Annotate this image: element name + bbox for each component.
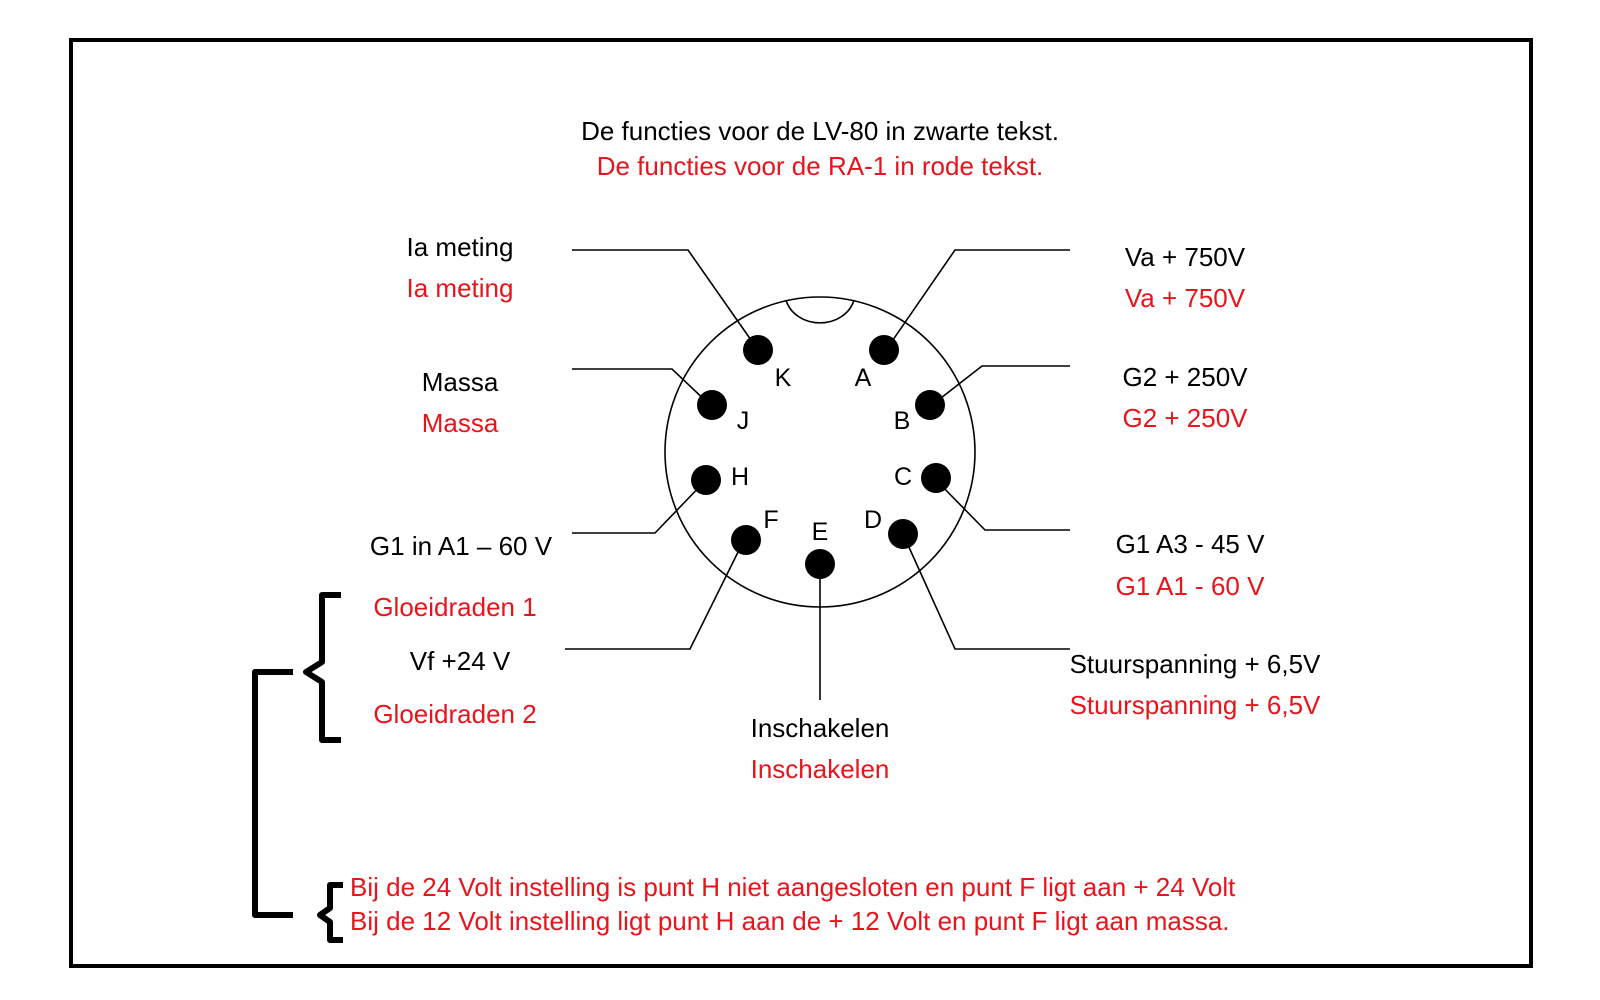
pin-b-letter: B bbox=[894, 407, 911, 435]
pin-letters: K A J B H C F E D bbox=[731, 364, 912, 546]
pin-j-dot bbox=[697, 390, 727, 420]
footnote-link-bracket bbox=[252, 669, 293, 918]
pin-c-function-lv80: G1 A3 - 45 V bbox=[1116, 529, 1266, 559]
leader-c bbox=[933, 477, 1070, 531]
footnote-12v: Bij de 12 Volt instelling ligt punt H aa… bbox=[350, 906, 1230, 936]
pin-b-dot bbox=[915, 390, 945, 420]
pin-k-function-ra1: Ia meting bbox=[407, 273, 514, 303]
pin-a-function-lv80: Va + 750V bbox=[1125, 242, 1246, 272]
pin-j-letter: J bbox=[737, 407, 750, 435]
pin-d-dot bbox=[888, 519, 918, 549]
footnote-curly-brace bbox=[317, 882, 343, 943]
pin-dots bbox=[691, 335, 951, 579]
pin-h-dot bbox=[691, 465, 721, 495]
pin-j-function-ra1: Massa bbox=[422, 408, 499, 438]
pin-e-dot bbox=[805, 549, 835, 579]
leader-h bbox=[572, 479, 707, 534]
pin-c-letter: C bbox=[894, 463, 912, 491]
pin-f-function-lv80: Vf +24 V bbox=[410, 646, 511, 676]
leader-f bbox=[565, 539, 745, 650]
pin-k-letter: K bbox=[775, 364, 792, 392]
pin-b-function-ra1: G2 + 250V bbox=[1122, 403, 1248, 433]
pin-d-letter: D bbox=[864, 506, 882, 534]
pin-h-letter: H bbox=[731, 463, 749, 491]
leader-j bbox=[572, 368, 711, 406]
pin-h-function-lv80: G1 in A1 – 60 V bbox=[370, 531, 553, 561]
heater-1-function-ra1: Gloeidraden 1 bbox=[373, 592, 536, 622]
pin-k-dot bbox=[743, 335, 773, 365]
pin-b-function-lv80: G2 + 250V bbox=[1122, 362, 1248, 392]
diagram-frame bbox=[69, 38, 1533, 968]
pin-d-function-lv80: Stuurspanning + 6,5V bbox=[1070, 649, 1321, 679]
pin-e-function-ra1: Inschakelen bbox=[751, 754, 890, 784]
pin-k-function-lv80: Ia meting bbox=[407, 232, 514, 262]
pin-a-letter: A bbox=[855, 364, 872, 392]
ra1-legend-note: De functies voor de RA-1 in rode tekst. bbox=[597, 151, 1044, 181]
leader-d bbox=[902, 533, 1070, 650]
pin-c-dot bbox=[921, 463, 951, 493]
pin-e-letter: E bbox=[812, 518, 829, 546]
pin-c-function-ra1: G1 A1 - 60 V bbox=[1116, 571, 1266, 601]
pin-j-function-lv80: Massa bbox=[422, 367, 499, 397]
heater-curly-brace bbox=[303, 592, 341, 743]
pin-f-dot bbox=[731, 525, 761, 555]
pin-e-function-lv80: Inschakelen bbox=[751, 713, 890, 743]
footnote-24v: Bij de 24 Volt instelling is punt H niet… bbox=[350, 872, 1236, 902]
leader-k bbox=[572, 249, 759, 351]
pin-d-function-ra1: Stuurspanning + 6,5V bbox=[1070, 690, 1321, 720]
leader-b bbox=[931, 365, 1070, 406]
heater-2-function-ra1: Gloeidraden 2 bbox=[373, 699, 536, 729]
socket-key-notch bbox=[785, 299, 855, 324]
pin-a-function-ra1: Va + 750V bbox=[1125, 283, 1246, 313]
lv80-legend-note: De functies voor de LV-80 in zwarte teks… bbox=[581, 116, 1059, 146]
pin-f-letter: F bbox=[763, 506, 778, 534]
leader-lines bbox=[565, 249, 1070, 700]
pin-a-dot bbox=[869, 335, 899, 365]
leader-a bbox=[885, 249, 1070, 351]
